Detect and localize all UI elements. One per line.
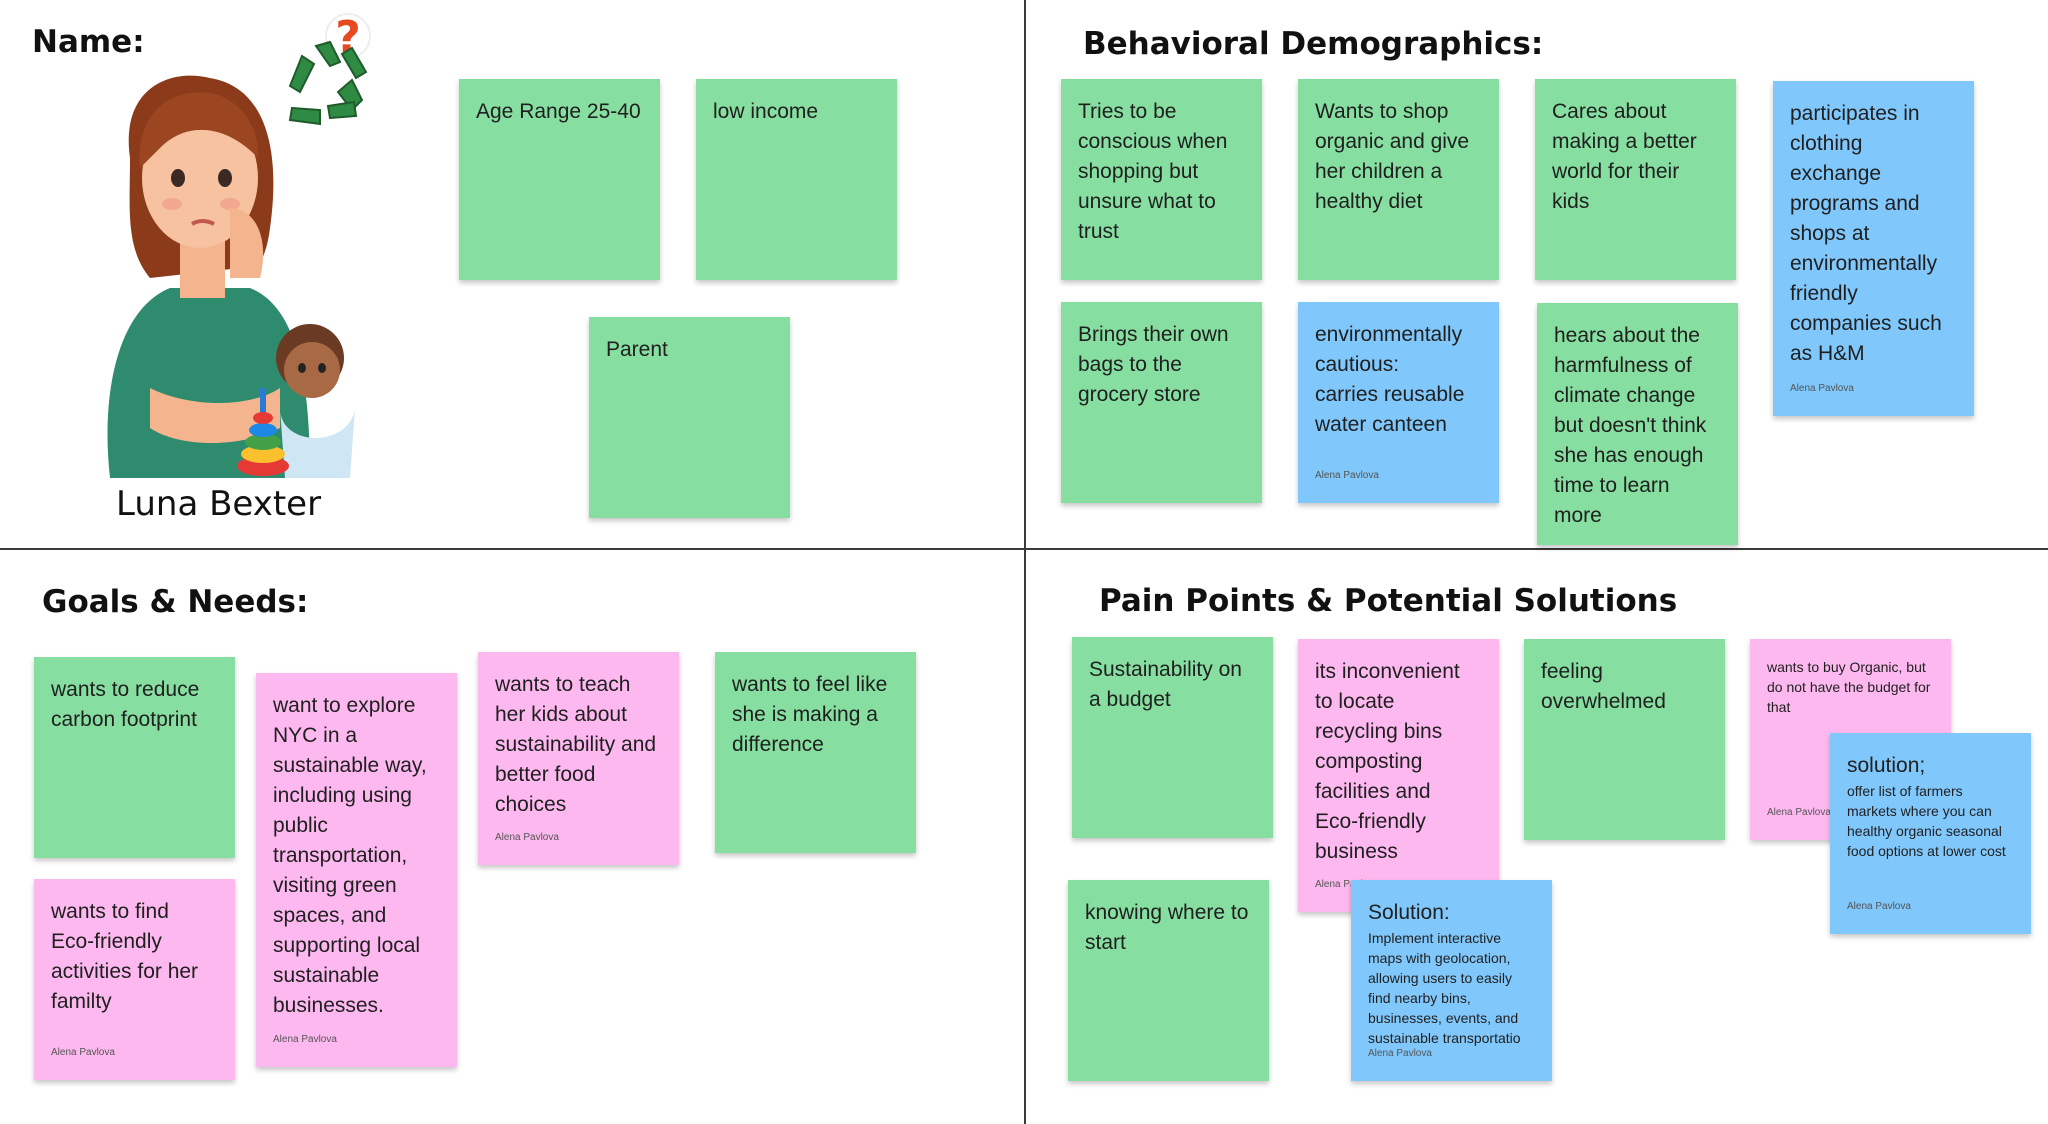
note-behavior-better-world: Cares about making a better world for th…: [1535, 79, 1736, 280]
note-text: Sustainability on a budget: [1089, 658, 1242, 711]
note-age-range: Age Range 25-40: [459, 79, 660, 280]
note-text: Tries to be conscious when shopping but …: [1078, 100, 1228, 243]
persona-name: Luna Bexter: [116, 484, 322, 524]
note-text: Implement interactive maps with geolocat…: [1368, 930, 1521, 1046]
note-text: environmentally cautious: carries reusab…: [1315, 323, 1465, 436]
note-goal-difference: wants to feel like she is making a diffe…: [715, 652, 916, 853]
note-text: wants to feel like she is making a diffe…: [732, 673, 888, 756]
child-figure: [276, 324, 355, 478]
note-text: wants to find Eco-friendly activities fo…: [51, 900, 199, 1013]
note-behavior-clothing: participates in clothing exchange progra…: [1773, 81, 1974, 416]
note-text: wants to reduce carbon footprint: [51, 678, 200, 731]
note-pain-inconvenient: its inconvenient to locate recycling bin…: [1298, 639, 1499, 912]
vertical-divider: [1024, 0, 1026, 1124]
note-text: want to explore NYC in a sustainable way…: [273, 694, 427, 1017]
note-author: Alena Pavlova: [1368, 1048, 1432, 1059]
note-text: low income: [713, 100, 819, 123]
note-behavior-canteen: environmentally cautious: carries reusab…: [1298, 302, 1499, 503]
name-heading: Name:: [32, 24, 145, 60]
question-mark-icon: ?: [325, 12, 371, 63]
behavioral-heading: Behavioral Demographics:: [1083, 26, 1544, 62]
note-text: hears about the harmfulness of climate c…: [1554, 324, 1707, 527]
note-author: Alena Pavlova: [1790, 383, 1854, 394]
note-income: low income: [696, 79, 897, 280]
persona-illustration: ?: [107, 12, 371, 478]
note-behavior-conscious: Tries to be conscious when shopping but …: [1061, 79, 1262, 280]
note-author: Alena Pavlova: [273, 1034, 337, 1045]
note-text: Wants to shop organic and give her child…: [1315, 100, 1470, 213]
note-text: wants to teach her kids about sustainabi…: [495, 673, 657, 816]
note-title: Solution:: [1368, 901, 1450, 924]
note-solution-maps: Solution: Implement interactive maps wit…: [1351, 880, 1552, 1081]
note-goal-explore-nyc: want to explore NYC in a sustainable way…: [256, 673, 457, 1067]
goals-heading: Goals & Needs:: [42, 584, 309, 620]
note-text: wants to buy Organic, but do not have th…: [1767, 659, 1931, 715]
note-title: solution;: [1847, 754, 1926, 777]
note-parent: Parent: [589, 317, 790, 518]
note-goal-activities: wants to find Eco-friendly activities fo…: [34, 879, 235, 1080]
note-text: Parent: [606, 338, 668, 361]
note-author: Alena Pavlova: [495, 832, 559, 843]
recycle-icon: [288, 40, 368, 126]
pain-heading: Pain Points & Potential Solutions: [1099, 583, 1678, 619]
note-author: Alena Pavlova: [51, 1047, 115, 1058]
note-text: participates in clothing exchange progra…: [1790, 102, 1942, 365]
note-behavior-bags: Brings their own bags to the grocery sto…: [1061, 302, 1262, 503]
note-pain-budget: Sustainability on a budget: [1072, 637, 1273, 838]
note-pain-overwhelmed: feeling overwhelmed: [1524, 639, 1725, 840]
stacking-toy: [237, 388, 289, 476]
note-goal-carbon: wants to reduce carbon footprint: [34, 657, 235, 858]
note-pain-where-start: knowing where to start: [1068, 880, 1269, 1081]
note-solution-farmers-markets: solution; offer list of farmers markets …: [1830, 733, 2031, 934]
note-goal-teach-kids: wants to teach her kids about sustainabi…: [478, 652, 679, 865]
note-behavior-climate: hears about the harmfulness of climate c…: [1537, 303, 1738, 545]
note-text: its inconvenient to locate recycling bin…: [1315, 660, 1460, 863]
horizontal-divider: [0, 548, 2048, 550]
note-text: Brings their own bags to the grocery sto…: [1078, 323, 1229, 406]
note-text: offer list of farmers markets where you …: [1847, 783, 2006, 859]
note-author: Alena Pavlova: [1315, 879, 1379, 890]
note-text: knowing where to start: [1085, 901, 1249, 954]
note-text: Cares about making a better world for th…: [1552, 100, 1697, 213]
note-text: Age Range 25-40: [476, 100, 641, 123]
note-author: Alena Pavlova: [1847, 901, 1911, 912]
note-author: Alena Pavlova: [1767, 807, 1831, 818]
note-author: Alena Pavlova: [1315, 470, 1379, 481]
note-text: feeling overwhelmed: [1541, 660, 1666, 713]
note-behavior-organic: Wants to shop organic and give her child…: [1298, 79, 1499, 280]
